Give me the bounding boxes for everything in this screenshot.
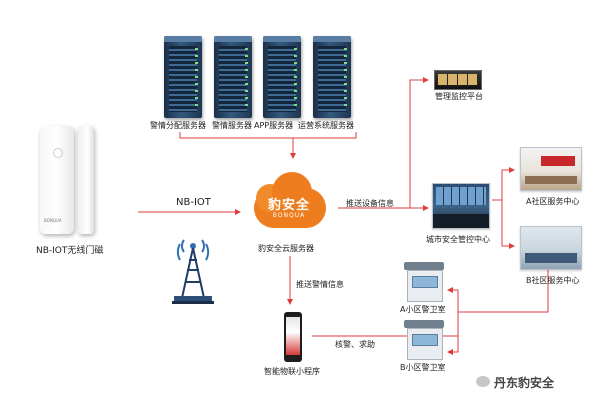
protocol-label: NB-IOT xyxy=(176,197,211,208)
guard-booth-b-image xyxy=(404,320,444,360)
city-center-label: 城市安全管控中心 xyxy=(426,235,490,244)
smartphone-image xyxy=(284,312,302,362)
server-app xyxy=(263,36,301,118)
flow-label-push-alarm-info: 推送警情信息 xyxy=(296,280,344,289)
arrow-to-community-a xyxy=(492,167,515,201)
flow-label-verify-help: 核警、求助 xyxy=(335,340,375,349)
arrow-to-mgmt xyxy=(409,77,429,208)
monitor-wall-image xyxy=(434,70,482,90)
signal-tower-icon xyxy=(172,239,214,304)
arrow-community-to-guards xyxy=(458,288,549,313)
device-brand-mark: BONQUA xyxy=(44,218,62,223)
cloud-brand-en: BONQUA xyxy=(272,212,306,219)
server-operations xyxy=(313,36,351,118)
mini-program-label: 智能物联小程序 xyxy=(264,367,320,376)
door-sensor-image: BONQUA xyxy=(40,126,98,236)
flow-label-push-device-info: 推送设备信息 xyxy=(346,199,394,208)
cloud-server-logo: 豹安全 BONQUA xyxy=(248,164,330,234)
community-a-photo xyxy=(520,147,582,191)
server-alarm xyxy=(214,36,252,118)
mgmt-platform-label: 管理监控平台 xyxy=(435,92,483,101)
community-b-label: B社区服务中心 xyxy=(526,276,580,285)
guard-a-label: A小区警卫室 xyxy=(400,305,446,314)
server-label-alarm-dispatch: 警情分配服务器 xyxy=(150,121,206,130)
wechat-icon xyxy=(476,376,490,387)
server-label-app: APP服务器 xyxy=(254,121,294,130)
device-label: NB-IOT无线门磁 xyxy=(36,246,104,256)
watermark-text: 丹东豹安全 xyxy=(494,376,555,390)
cloud-server-label: 豹安全云服务器 xyxy=(258,244,314,253)
server-label-alarm: 警情服务器 xyxy=(212,121,252,130)
guard-booth-a-image xyxy=(404,262,444,302)
guard-b-label: B小区警卫室 xyxy=(400,363,446,372)
control-center-photo xyxy=(432,183,490,229)
community-b-photo xyxy=(520,226,582,270)
server-label-operations: 运营系统服务器 xyxy=(298,121,354,130)
server-alarm-dispatch xyxy=(164,36,202,118)
community-a-label: A社区服务中心 xyxy=(526,197,580,206)
arrow-servers-to-cloud xyxy=(179,132,357,139)
arrow-to-community-b xyxy=(501,200,515,249)
cloud-brand-text: 豹安全 xyxy=(267,198,310,213)
